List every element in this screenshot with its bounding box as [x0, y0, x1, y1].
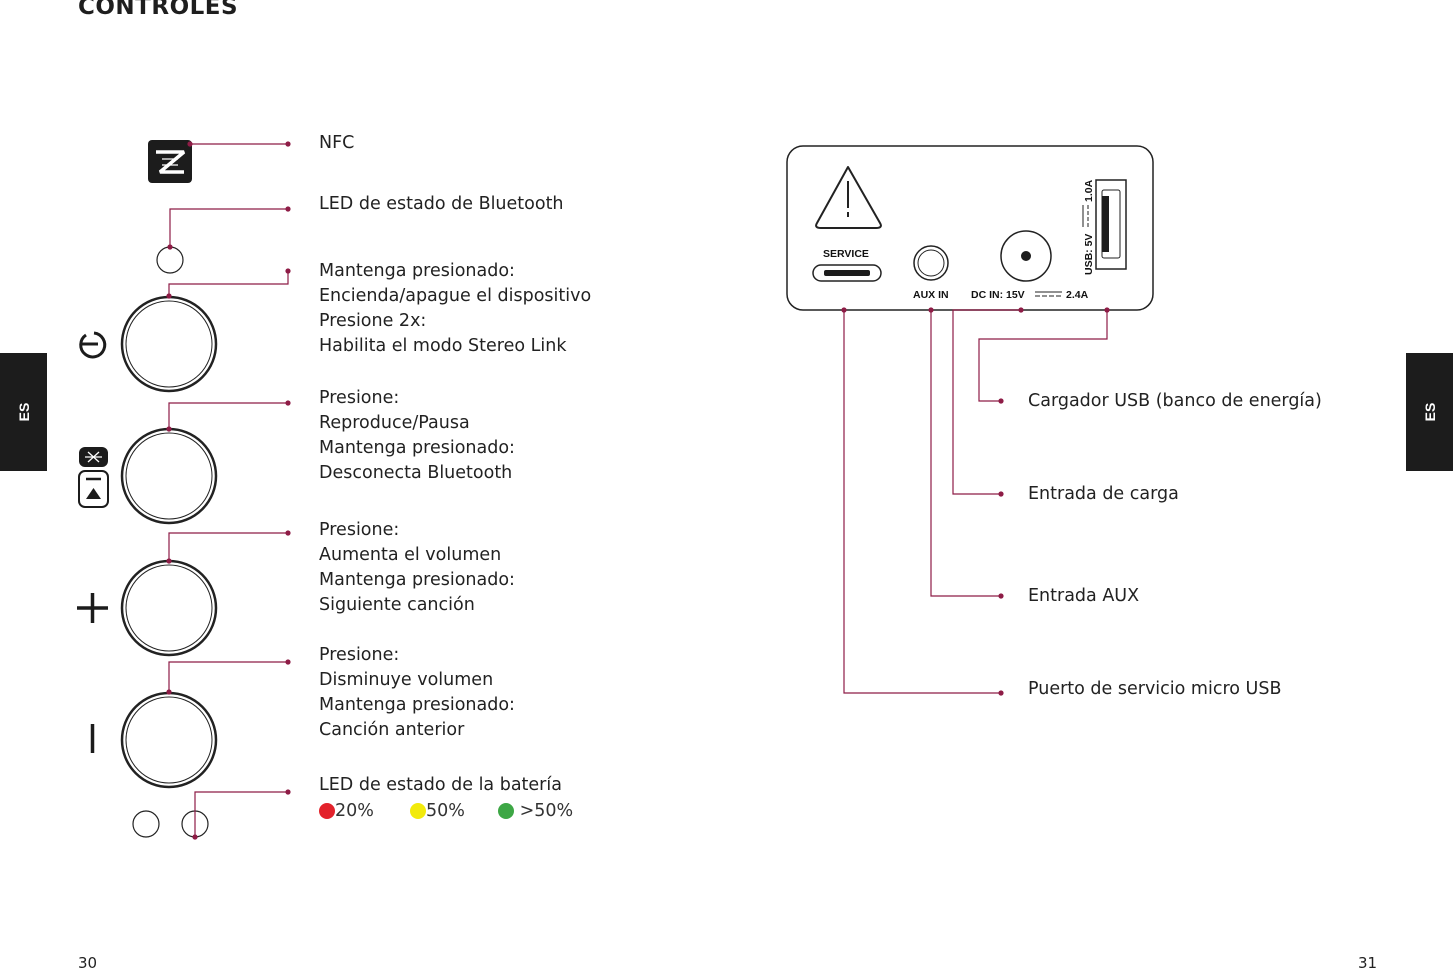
dc-in-label: DC IN: 15V: [971, 289, 1025, 301]
usb-label: USB: 5V: [1083, 234, 1095, 275]
usb-port: [1095, 179, 1127, 270]
power-button: [120, 295, 218, 393]
usb-amp-label: 1.0A: [1083, 179, 1095, 202]
battery-level-over-50: >50%: [498, 801, 573, 821]
bluetooth-led-label: LED de estado de Bluetooth: [319, 194, 564, 214]
red-dot-icon: [319, 803, 335, 819]
page-number-left: 30: [78, 954, 98, 972]
controls-diagram: [77, 140, 291, 840]
play-description: Presione:Reproduce/Pausa Mantenga presio…: [319, 388, 515, 483]
green-dot-icon: [498, 803, 514, 819]
usb-charger-label: Cargador USB (banco de energía): [1028, 391, 1322, 411]
language-tab-right: ES: [1406, 353, 1453, 471]
language-tab-left: ES: [0, 353, 47, 471]
battery-led-1: [132, 810, 160, 838]
battery-level-20: 20%: [319, 801, 374, 821]
power-description: Mantenga presionado:Encienda/apague el d…: [319, 261, 592, 356]
volume-down-description: Presione:Disminuye volumen Mantenga pres…: [319, 645, 515, 740]
page-number-right: 31: [1358, 954, 1378, 972]
nfc-label: NFC: [319, 133, 355, 153]
aux-port: [913, 245, 949, 281]
page-title: CONTROLES: [78, 0, 239, 20]
service-label: SERVICE: [823, 248, 869, 260]
nfc-icon: [148, 140, 192, 183]
plus-icon: [77, 593, 108, 623]
service-port-label: Puerto de servicio micro USB: [1028, 679, 1282, 699]
play-button: [120, 427, 218, 525]
warning-icon: [815, 166, 882, 229]
service-port: [812, 264, 882, 282]
charge-input-label: Entrada de carga: [1028, 484, 1179, 504]
volume-up-button: [120, 559, 218, 657]
power-icon: [79, 331, 107, 359]
aux-input-label: Entrada AUX: [1028, 586, 1140, 606]
battery-level-50: 50%: [410, 801, 465, 821]
bluetooth-led: [156, 246, 184, 274]
bluetooth-play-icon: [78, 447, 109, 508]
aux-in-label: AUX IN: [913, 289, 949, 301]
battery-led-label: LED de estado de la batería: [319, 775, 562, 795]
dc-amp-label: 2.4A: [1066, 289, 1089, 301]
port-panel-diagram: SERVICE AUX IN DC IN: 15V 2.4A USB: 5V 1…: [786, 145, 1154, 696]
volume-up-description: Presione:Aumenta el volumen Mantenga pre…: [319, 520, 515, 615]
volume-down-button: [120, 691, 218, 789]
dc-port: [1000, 230, 1052, 282]
yellow-dot-icon: [410, 803, 426, 819]
